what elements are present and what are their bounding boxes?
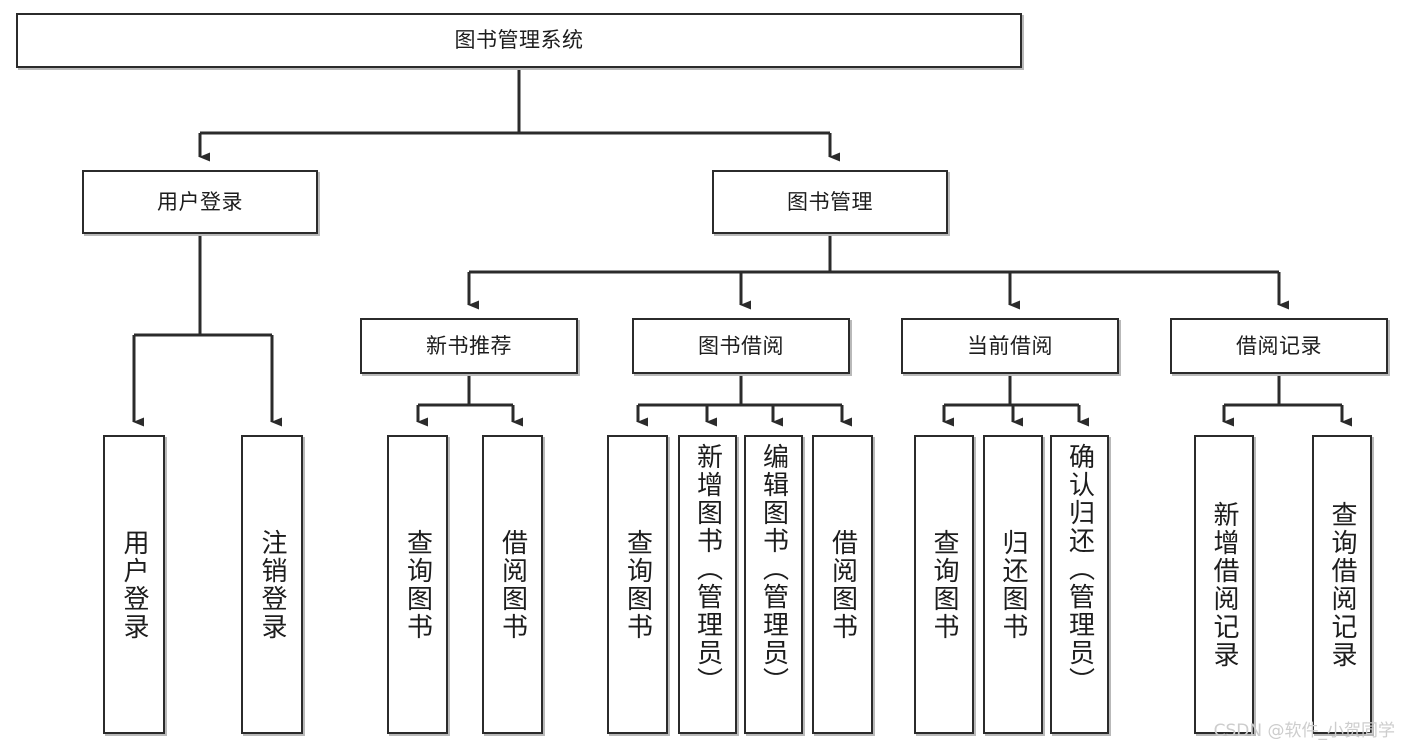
node-leaf-borrow-book-2[interactable]: 借阅图书 [812, 435, 873, 734]
node-current-borrow[interactable]: 当前借阅 [901, 318, 1119, 374]
node-current-borrow-label: 当前借阅 [967, 333, 1053, 358]
node-book-management-label: 图书管理 [787, 189, 873, 214]
node-leaf-query-borrow-record-label: 查询借阅记录 [1327, 500, 1357, 669]
node-leaf-borrow-book-2-label: 借阅图书 [827, 528, 858, 641]
node-leaf-query-book-2[interactable]: 查询图书 [607, 435, 668, 734]
node-root-system[interactable]: 图书管理系统 [16, 13, 1022, 68]
node-leaf-query-book-1-label: 查询图书 [402, 528, 433, 641]
connector-root-to-level2 [198, 68, 840, 162]
node-leaf-user-login[interactable]: 用户登录 [103, 435, 165, 734]
node-book-borrow[interactable]: 图书借阅 [632, 318, 850, 374]
connector-user-login-to-leaves [132, 234, 282, 427]
node-leaf-query-book-2-label: 查询图书 [622, 528, 653, 641]
node-leaf-return-book[interactable]: 归还图书 [983, 435, 1043, 734]
node-leaf-add-book-admin-label: 新增图书（管理员） [692, 443, 723, 695]
connector-book-management-to-level3 [467, 234, 1289, 310]
node-leaf-add-borrow-record[interactable]: 新增借阅记录 [1194, 435, 1254, 734]
node-leaf-query-book-1[interactable]: 查询图书 [387, 435, 448, 734]
node-book-management[interactable]: 图书管理 [712, 170, 948, 234]
node-leaf-return-book-label: 归还图书 [998, 528, 1028, 641]
node-leaf-query-book-3[interactable]: 查询图书 [914, 435, 974, 734]
node-leaf-confirm-return-admin-label: 确认归还（管理员） [1064, 443, 1095, 695]
node-borrow-record[interactable]: 借阅记录 [1170, 318, 1388, 374]
node-leaf-logout-login-label: 注销登录 [257, 528, 287, 641]
node-new-book-recommend-label: 新书推荐 [426, 333, 512, 358]
node-root-label: 图书管理系统 [454, 28, 584, 53]
node-leaf-query-borrow-record[interactable]: 查询借阅记录 [1312, 435, 1372, 734]
node-leaf-borrow-book-1[interactable]: 借阅图书 [482, 435, 543, 734]
connector-current-borrow-to-leaves [942, 374, 1089, 427]
node-borrow-record-label: 借阅记录 [1236, 333, 1322, 358]
node-leaf-confirm-return-admin[interactable]: 确认归还（管理员） [1050, 435, 1109, 734]
node-user-login-label: 用户登录 [157, 189, 243, 214]
connector-borrow-record-to-leaves [1222, 374, 1352, 427]
node-leaf-user-login-label: 用户登录 [119, 528, 149, 641]
node-leaf-add-borrow-record-label: 新增借阅记录 [1209, 500, 1239, 669]
node-leaf-borrow-book-1-label: 借阅图书 [497, 528, 528, 641]
node-leaf-logout-login[interactable]: 注销登录 [241, 435, 303, 734]
node-leaf-edit-book-admin-label: 编辑图书（管理员） [758, 443, 789, 695]
node-leaf-query-book-3-label: 查询图书 [929, 528, 959, 641]
node-book-borrow-label: 图书借阅 [698, 333, 784, 358]
node-leaf-edit-book-admin[interactable]: 编辑图书（管理员） [744, 435, 803, 734]
connector-book-borrow-to-leaves [636, 374, 852, 427]
node-leaf-add-book-admin[interactable]: 新增图书（管理员） [678, 435, 737, 734]
node-user-login[interactable]: 用户登录 [82, 170, 318, 234]
node-new-book-recommend[interactable]: 新书推荐 [360, 318, 578, 374]
connector-new-book-recommend-to-leaves [416, 374, 523, 427]
